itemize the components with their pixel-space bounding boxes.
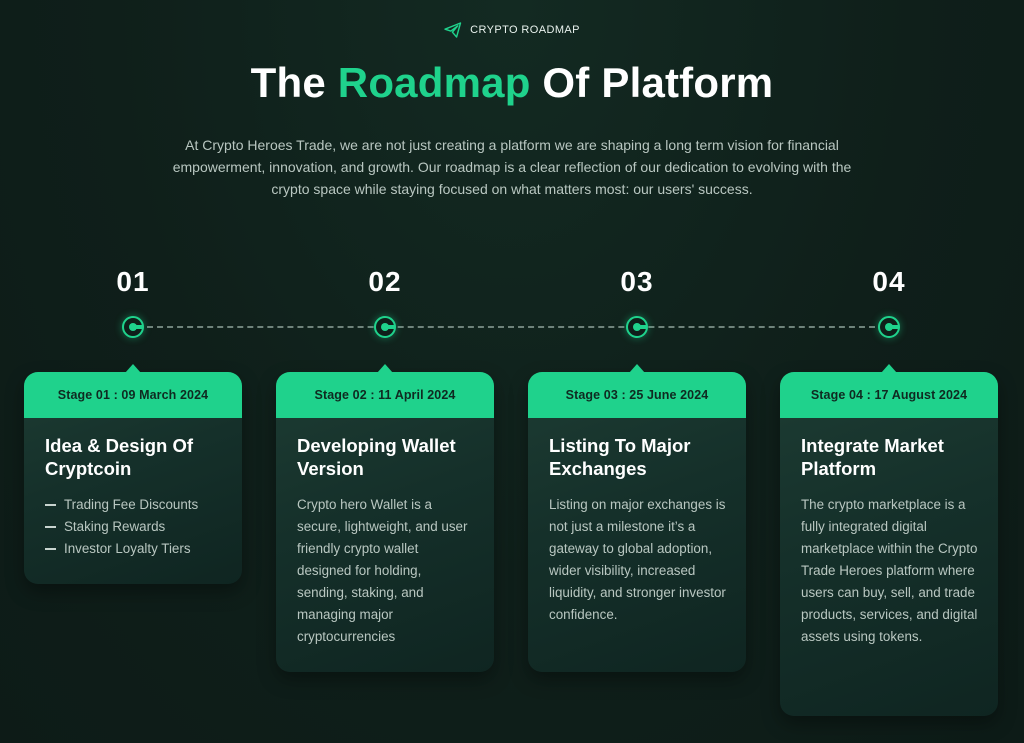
- page-title: The Roadmap Of Platform: [0, 56, 1024, 110]
- timeline-node-3: [626, 316, 648, 338]
- timeline-node-2: [374, 316, 396, 338]
- list-item: Staking Rewards: [45, 516, 222, 538]
- stage-title: Integrate Market Platform: [801, 435, 944, 479]
- stage-date-label: Stage 04 : 17 August 2024: [780, 372, 998, 418]
- title-prefix: The: [250, 59, 338, 106]
- list-item: Investor Loyalty Tiers: [45, 538, 222, 560]
- intro-paragraph: At Crypto Heroes Trade, we are not just …: [172, 137, 852, 197]
- stage-description: Listing on major exchanges is not just a…: [549, 497, 726, 622]
- stage-card-1: Stage 01 : 09 March 2024 Idea & Design O…: [24, 364, 242, 584]
- stage-date-label: Stage 01 : 09 March 2024: [24, 372, 242, 418]
- stage-number-3: 03: [620, 266, 654, 297]
- timeline-node-1: [122, 316, 144, 338]
- title-accent: Roadmap: [337, 59, 531, 106]
- timeline-dashed-line: [147, 326, 875, 328]
- stage-card-3: Stage 03 : 25 June 2024 Listing To Major…: [528, 364, 746, 672]
- stage-number-1: 01: [116, 266, 150, 297]
- paper-plane-icon: [444, 22, 462, 38]
- list-item: Trading Fee Discounts: [45, 494, 222, 516]
- stage-description: The crypto marketplace is a fully integr…: [801, 497, 978, 644]
- stage-number-2: 02: [368, 266, 402, 297]
- stage-title: Listing To Major Exchanges: [549, 435, 691, 479]
- stage-date-label: Stage 03 : 25 June 2024: [528, 372, 746, 418]
- title-suffix: Of Platform: [530, 59, 774, 106]
- stage-card-2: Stage 02 : 11 April 2024 Developing Wall…: [276, 364, 494, 672]
- dash-bullet-icon: [45, 504, 56, 506]
- stage-date-label: Stage 02 : 11 April 2024: [276, 372, 494, 418]
- stage-feature-list: Trading Fee Discounts Staking Rewards In…: [45, 494, 222, 560]
- timeline-node-4: [878, 316, 900, 338]
- stage-title: Developing Wallet Version: [297, 435, 456, 479]
- stage-number-4: 04: [872, 266, 906, 297]
- dash-bullet-icon: [45, 548, 56, 550]
- dash-bullet-icon: [45, 526, 56, 528]
- stage-card-4: Stage 04 : 17 August 2024 Integrate Mark…: [780, 364, 998, 716]
- eyebrow-label: CRYPTO ROADMAP: [470, 24, 580, 36]
- stage-description: Crypto hero Wallet is a secure, lightwei…: [297, 497, 468, 644]
- section-eyebrow: CRYPTO ROADMAP: [0, 22, 1024, 38]
- stage-title: Idea & Design Of Cryptcoin: [45, 435, 194, 479]
